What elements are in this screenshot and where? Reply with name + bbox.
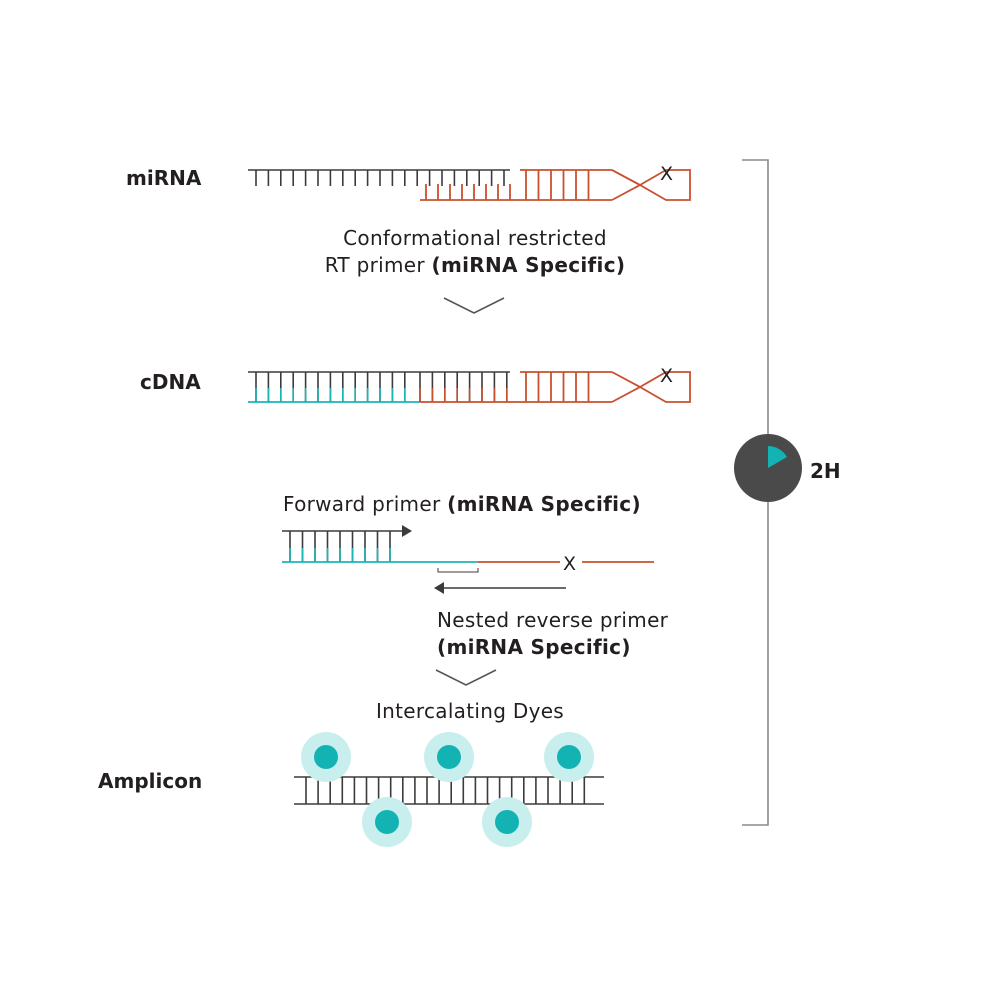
fwd-prefix: Forward primer [283,492,448,516]
mirna-label: miRNA [126,166,202,190]
rt-primer-bases [425,170,590,200]
rt-primer-caption: Conformational restricted RT primer (miR… [298,226,652,277]
dyes-caption: Intercalating Dyes [375,699,565,723]
cdna-bases [255,372,508,402]
dye-molecule-icon [544,732,594,782]
rt-line2-bold: (miRNA Specific) [431,253,626,277]
fwd-bold: (miRNA Specific) [447,492,641,516]
cdna-duplex [248,371,691,403]
mirna-bases [255,170,505,186]
rt-primer-strand [420,169,691,201]
chevron-down-icon [435,669,497,686]
cdna-rt-primer-strand [420,371,691,403]
dye-molecule-icon [301,732,351,782]
dye-molecule-icon [424,732,474,782]
x-marker: X [660,163,673,185]
x-marker: X [563,553,576,575]
amplicon-label: Amplicon [98,769,203,793]
clock-pie-icon [734,434,802,502]
rev-line1: Nested reverse primer [437,608,669,632]
rev-line2: (miRNA Specific) [437,635,631,659]
dye-molecule-icon [482,797,532,847]
duration-label: 2H [810,459,841,483]
chevron-down-icon [443,297,505,314]
dye-molecules [301,732,594,847]
x-marker: X [660,365,673,387]
forward-primer-bases [289,531,391,562]
forward-primer-caption: Forward primer (miRNA Specific) [283,492,641,516]
rt-line2: RT primer (miRNA Specific) [298,253,652,277]
rt-line2-prefix: RT primer [324,253,432,277]
cdna-rt-primer-bases [525,372,590,402]
cdna-label: cDNA [140,370,201,394]
pcr-template [282,525,654,594]
mirna-duplex [248,169,691,201]
amplicon-bases [305,777,586,804]
reverse-arrow-icon [434,582,444,594]
rt-line1: Conformational restricted [343,226,607,250]
dye-molecule-icon [362,797,412,847]
forward-arrow-icon [402,525,412,537]
reverse-primer-caption: Nested reverse primer (miRNA Specific) [437,608,668,659]
